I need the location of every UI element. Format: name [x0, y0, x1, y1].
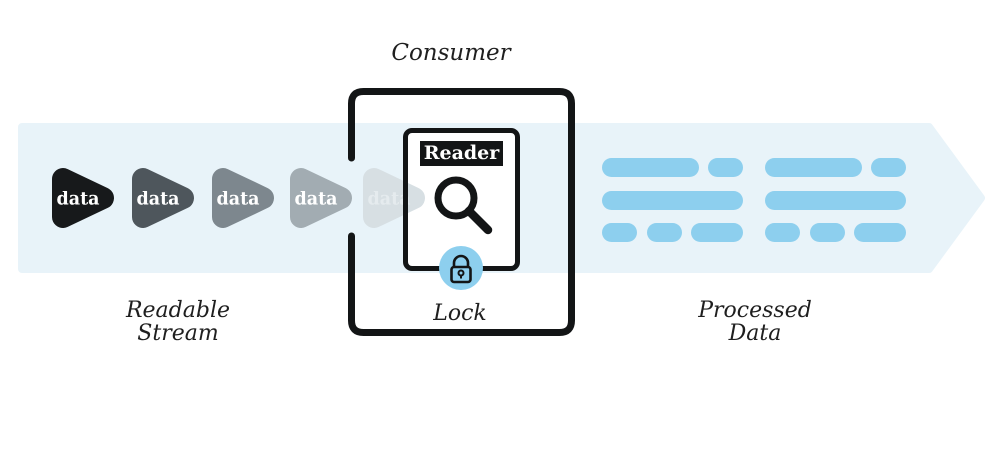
consumer-label: Consumer — [391, 40, 511, 66]
processed-chunk-pill — [765, 190, 906, 210]
processed-chunk-pill — [708, 158, 743, 177]
pill-row — [602, 190, 743, 210]
reader-label: Reader — [419, 141, 504, 166]
processed-chunk-pill — [809, 223, 845, 242]
pill-row — [602, 223, 743, 242]
data-chunk-1: data — [50, 165, 116, 231]
pill-row — [765, 158, 906, 177]
processed-chunk-pill — [691, 223, 743, 242]
data-chunk-label: data — [137, 190, 180, 210]
lock-label: Lock — [433, 301, 487, 326]
processed-data-group-2 — [765, 158, 906, 242]
pill-row — [602, 158, 743, 177]
data-chunk-4: data — [288, 165, 354, 231]
processed-chunk-pill — [602, 158, 699, 177]
lock-badge — [439, 246, 483, 290]
pill-row — [765, 190, 906, 210]
processed-chunk-pill — [602, 190, 743, 210]
processed-data-label: Processed Data — [698, 298, 812, 346]
reader-label-wrap: Reader — [403, 141, 520, 166]
data-chunk-2: data — [130, 165, 196, 231]
pill-row — [765, 223, 906, 242]
processed-chunk-pill — [765, 158, 862, 177]
data-chunk-label: data — [217, 190, 260, 210]
lock-icon — [450, 254, 472, 284]
processed-chunk-pill — [854, 223, 906, 242]
readable-stream-label: Readable Stream — [125, 298, 231, 346]
processed-chunk-pill — [871, 158, 906, 177]
processed-chunk-pill — [602, 223, 637, 242]
magnifier-icon — [434, 176, 493, 235]
processed-data-group-1 — [602, 158, 743, 242]
processed-chunk-pill — [646, 223, 682, 242]
processed-chunk-pill — [765, 223, 800, 242]
data-chunk-label: data — [295, 190, 338, 210]
data-chunk-label: data — [57, 190, 100, 210]
data-chunk-3: data — [210, 165, 276, 231]
